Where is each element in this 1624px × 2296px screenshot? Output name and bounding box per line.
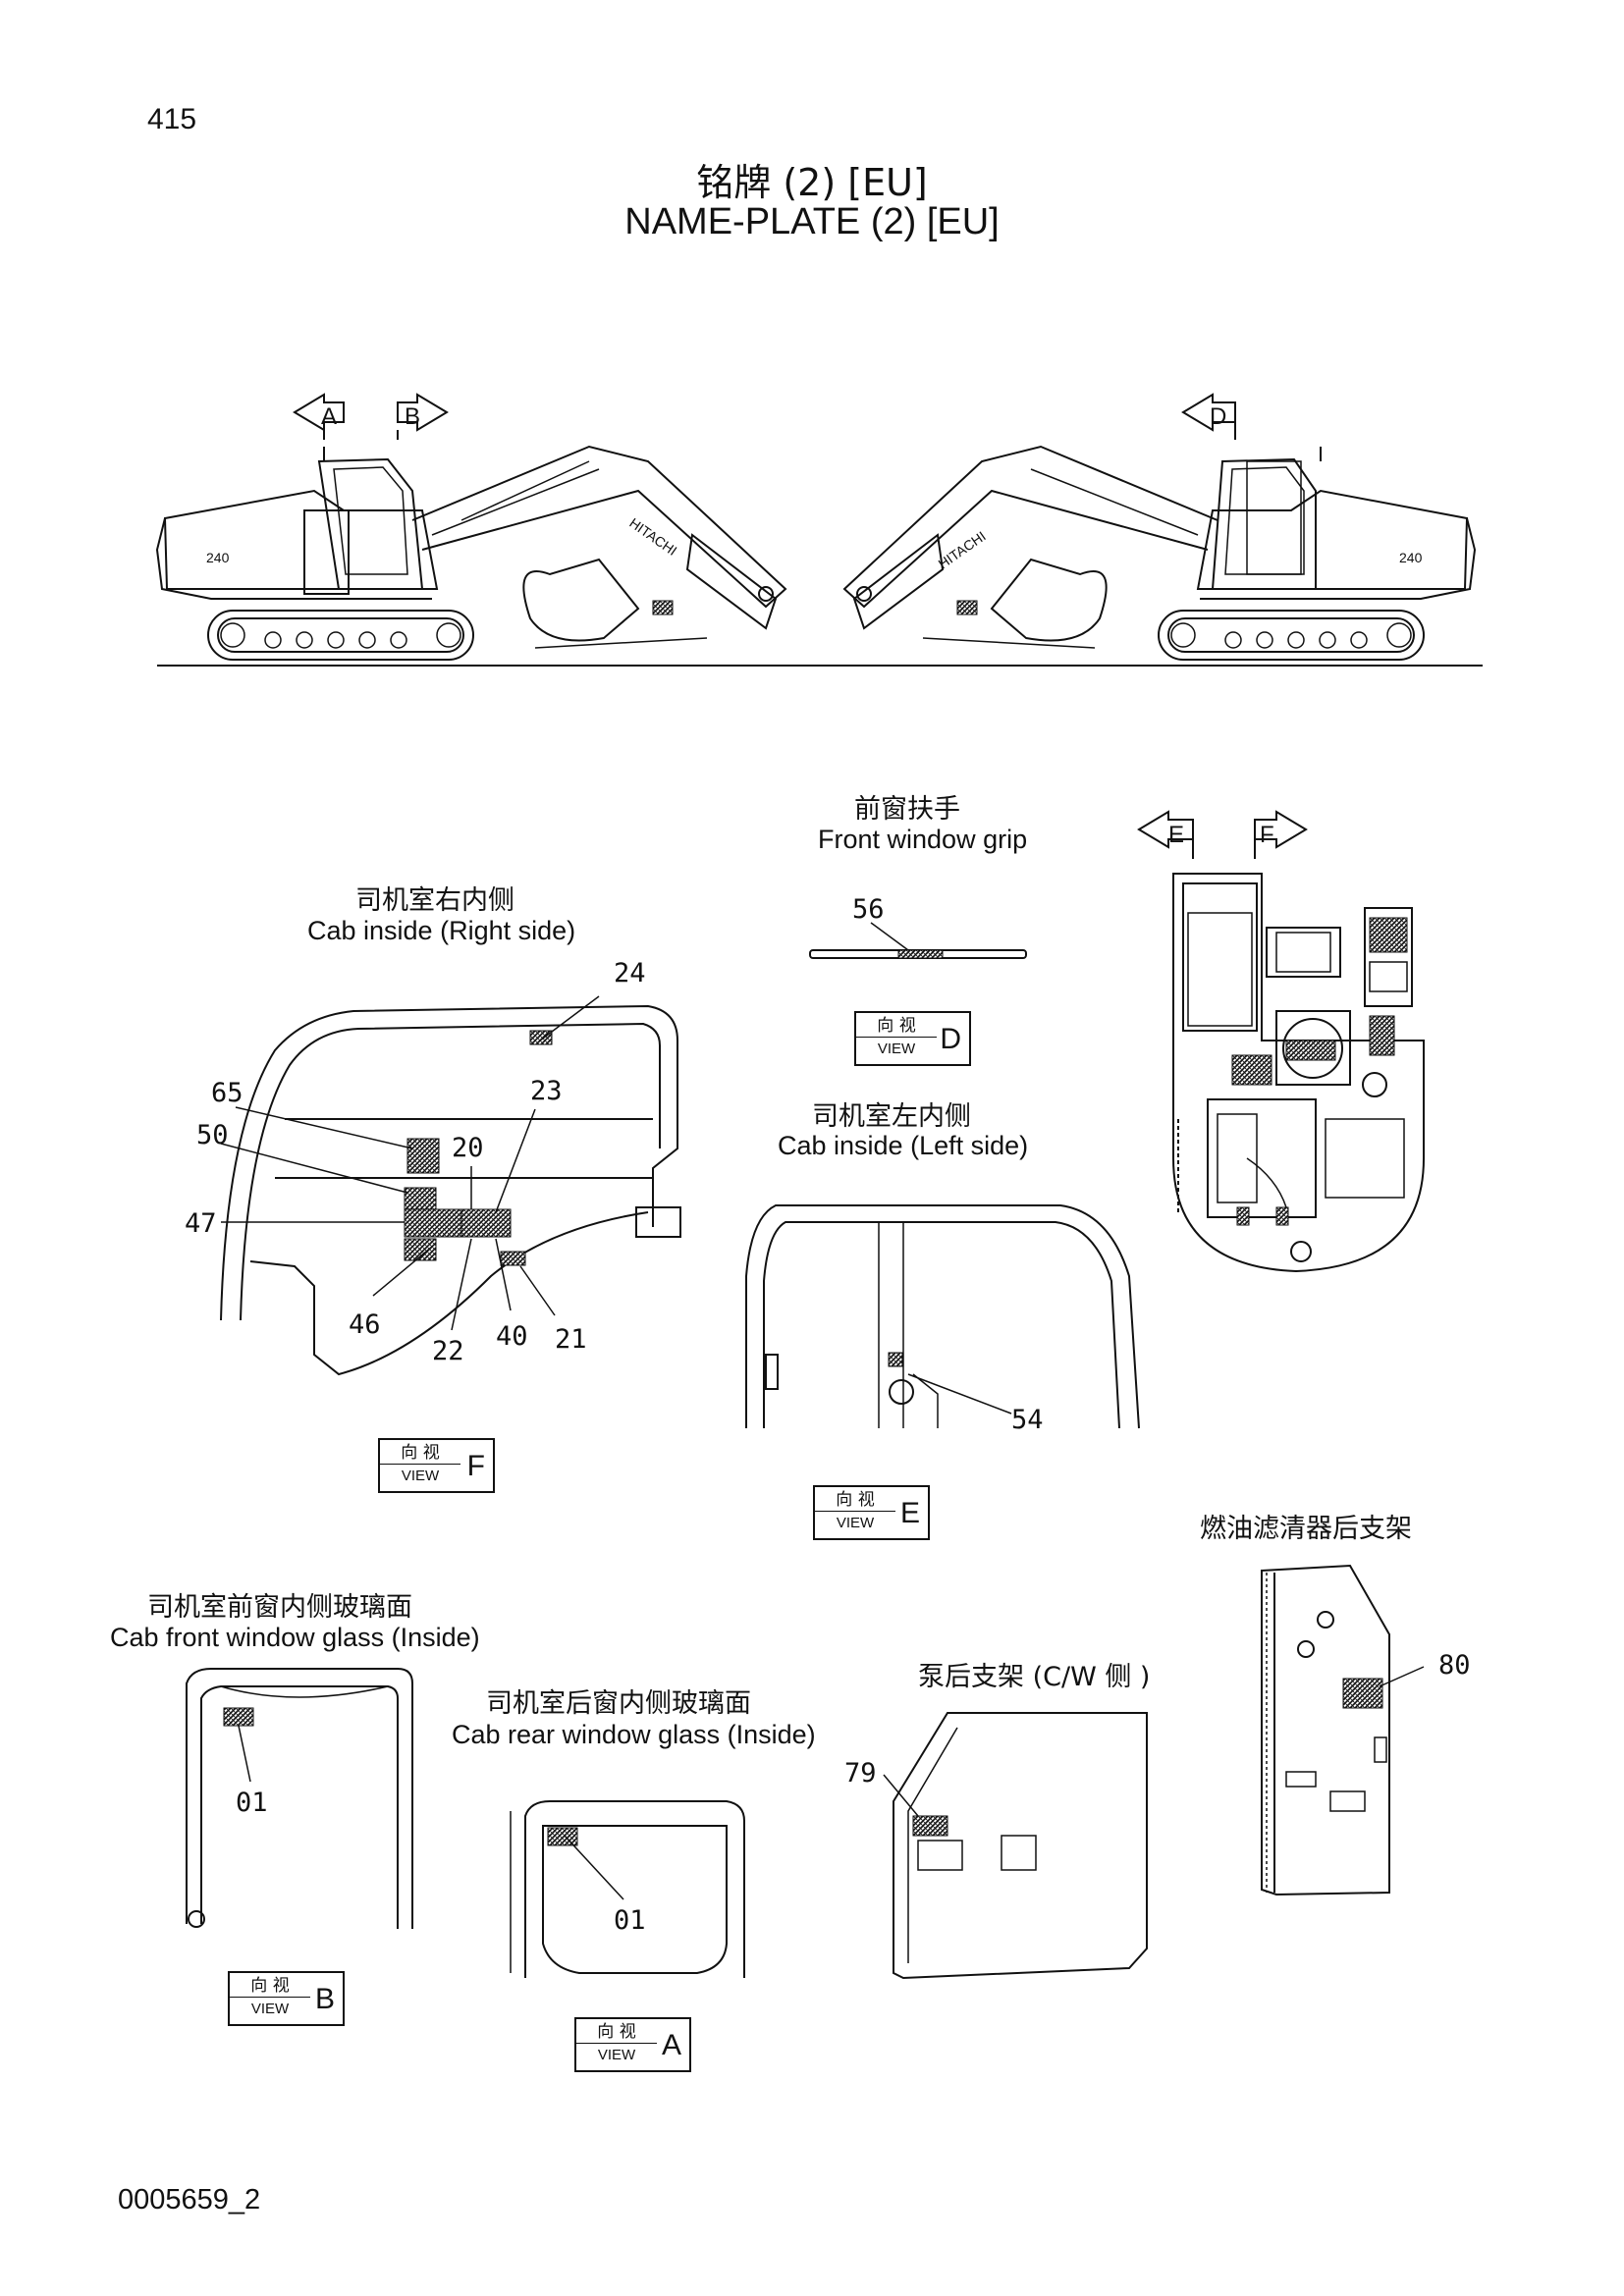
callout-56: 56 <box>852 894 885 925</box>
cab-left-drawing <box>745 1204 1140 1429</box>
view-f-box: 向 视 VIEW F <box>378 1438 495 1493</box>
cab-front-glass-title-en: Cab front window glass (Inside) <box>110 1623 480 1652</box>
callout-79: 79 <box>844 1758 877 1789</box>
cab-rear-glass-title-en: Cab rear window glass (Inside) <box>452 1720 816 1749</box>
view-b-en: VIEW <box>250 2001 290 2017</box>
front-window-grip-title-cn: 前窗扶手 <box>854 794 960 825</box>
svg-text:A: A <box>321 403 337 430</box>
view-a-box: 向 视 VIEW A <box>574 2017 691 2072</box>
view-b-box: 向 视 VIEW B <box>228 1971 345 2026</box>
view-e-letter: E <box>899 1497 920 1529</box>
callout-65: 65 <box>211 1078 244 1108</box>
callout-21: 21 <box>555 1324 587 1355</box>
excavator-right: HITACHI 240 <box>842 445 1477 661</box>
cab-right-title-cn: 司机室右内侧 <box>355 885 514 916</box>
view-f-letter: F <box>466 1450 485 1482</box>
arrow-f-icon <box>1254 810 1308 859</box>
cab-left-title-en: Cab inside (Left side) <box>778 1131 1029 1160</box>
callout-54: 54 <box>1011 1405 1044 1435</box>
svg-text:F: F <box>1260 822 1274 848</box>
svg-text:240: 240 <box>206 550 230 565</box>
callout-20: 20 <box>452 1133 484 1163</box>
callout-01-rear: 01 <box>614 1905 646 1936</box>
cab-right-drawing <box>220 995 681 1376</box>
view-d-cn: 向 视 <box>856 1015 937 1038</box>
cab-front-glass-drawing <box>186 1668 413 1929</box>
cab-right-title-en: Cab inside (Right side) <box>307 916 576 945</box>
cab-front-glass-title-cn: 司机室前窗内侧玻璃面 <box>147 1592 412 1623</box>
pump-bracket-drawing <box>883 1712 1148 1980</box>
document-id: 0005659_2 <box>118 2184 261 2216</box>
view-d-box: 向 视 VIEW D <box>854 1011 971 1066</box>
page-title-cn: 铭牌 (2) [EU] <box>696 161 928 204</box>
fuel-filter-bracket-title-cn: 燃油滤清器后支架 <box>1200 1514 1412 1544</box>
page-title-en: NAME-PLATE (2) [EU] <box>624 201 1000 242</box>
view-a-en: VIEW <box>597 2047 636 2063</box>
cab-rear-glass-drawing <box>510 1800 745 1978</box>
callout-80: 80 <box>1438 1650 1471 1681</box>
callout-24: 24 <box>614 958 646 988</box>
view-b-letter: B <box>314 1983 335 2015</box>
svg-text:B: B <box>405 403 420 430</box>
arrow-d-icon <box>1181 393 1236 440</box>
fuel-filter-bracket-drawing <box>1261 1564 1425 1896</box>
front-window-grip-title-en: Front window grip <box>818 825 1028 854</box>
callout-50: 50 <box>196 1120 229 1150</box>
cab-rear-glass-title-cn: 司机室后窗内侧玻璃面 <box>486 1688 751 1719</box>
machine-top-view <box>1172 873 1425 1273</box>
page-number: 415 <box>147 103 197 135</box>
callout-46: 46 <box>349 1309 381 1340</box>
view-f-en: VIEW <box>401 1468 440 1484</box>
front-window-grip-drawing <box>809 922 1027 959</box>
view-a-letter: A <box>661 2029 681 2061</box>
callout-23: 23 <box>530 1076 563 1106</box>
callout-40: 40 <box>496 1321 528 1352</box>
svg-text:E: E <box>1168 822 1184 848</box>
excavator-left: HITACHI 240 <box>155 445 787 661</box>
view-a-cn: 向 视 <box>576 2021 657 2044</box>
arrow-b-icon <box>397 393 449 440</box>
view-f-cn: 向 视 <box>380 1442 460 1465</box>
view-e-cn: 向 视 <box>815 1489 895 1512</box>
view-e-box: 向 视 VIEW E <box>813 1485 930 1540</box>
view-e-en: VIEW <box>836 1515 875 1531</box>
svg-text:240: 240 <box>1399 550 1423 565</box>
arrow-a-icon <box>293 393 345 440</box>
arrow-e-icon <box>1137 810 1194 859</box>
pump-bracket-title-cn: 泵后支架 (C/W 侧 ) <box>918 1662 1151 1692</box>
callout-01-front: 01 <box>236 1788 268 1818</box>
callout-22: 22 <box>432 1336 464 1366</box>
view-d-en: VIEW <box>877 1041 916 1057</box>
svg-text:D: D <box>1210 403 1226 430</box>
view-d-letter: D <box>940 1023 961 1055</box>
callout-47: 47 <box>185 1208 217 1239</box>
view-b-cn: 向 视 <box>230 1975 310 1998</box>
cab-left-title-cn: 司机室左内侧 <box>812 1101 971 1132</box>
